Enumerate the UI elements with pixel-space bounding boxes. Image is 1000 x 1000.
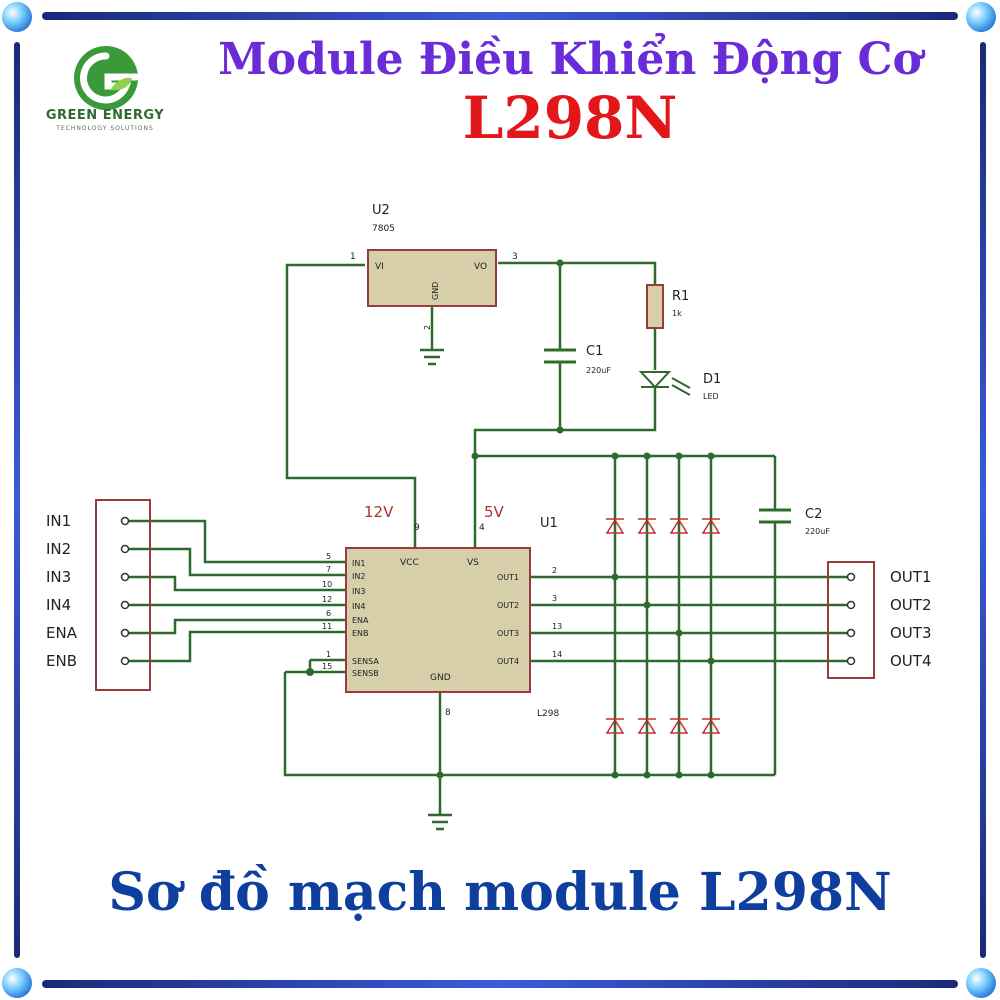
driver-u1 (345, 547, 531, 693)
u2-pin-vi: VI (375, 262, 384, 272)
c1-value: 220uF (586, 366, 611, 375)
u2-pin-vo: VO (474, 262, 487, 272)
u1-ena-label: ENA (352, 616, 369, 625)
u1-pin8: 8 (445, 708, 451, 718)
conn-in1: IN1 (46, 512, 71, 530)
page-subtitle: L298N (462, 84, 678, 152)
u2-pin1: 1 (350, 252, 356, 262)
diode-icon (669, 518, 689, 534)
diode-icon (701, 718, 721, 734)
diode-icon (637, 518, 657, 534)
u2-pin3: 3 (512, 252, 518, 262)
conn-out2: OUT2 (890, 596, 932, 614)
conn-in2: IN2 (46, 540, 71, 558)
u1-pin9: 9 (414, 523, 420, 533)
regulator-u2 (367, 249, 497, 307)
u1-in3-pin: 10 (322, 580, 332, 589)
diode-icon (669, 718, 689, 734)
u1-out1-pin: 2 (552, 566, 557, 575)
u1-out3-label: OUT3 (497, 629, 519, 638)
wire-5v-top (498, 261, 657, 285)
u1-ena-pin: 6 (326, 609, 331, 618)
label-5v: 5V (484, 503, 505, 521)
u2-ref: U2 (372, 203, 390, 218)
bottom-border-bar (42, 980, 958, 988)
capacitor-c1-icon (544, 348, 576, 364)
capacitor-c2-icon (759, 508, 791, 524)
u1-out4-label: OUT4 (497, 657, 519, 666)
top-border-bar (42, 12, 958, 20)
c1-ref: C1 (586, 344, 603, 359)
conn-in3: IN3 (46, 568, 71, 586)
u1-sensb-label: SENSB (352, 669, 379, 678)
r1-value: 1k (672, 309, 682, 318)
u1-in3-label: IN3 (352, 587, 365, 596)
u1-in2-label: IN2 (352, 572, 365, 581)
u1-enb-pin: 11 (322, 622, 332, 631)
corner-ball-icon (2, 968, 32, 998)
wire-12v (285, 263, 417, 548)
u1-enb-label: ENB (352, 629, 369, 638)
logo-name: GREEN ENERGY (45, 108, 165, 123)
conn-enb: ENB (46, 652, 77, 670)
corner-ball-icon (966, 2, 996, 32)
d1-ref: D1 (703, 372, 721, 387)
u2-pin-gnd: GND (431, 282, 440, 300)
logo-tagline: TECHNOLOGY SOLUTIONS (56, 125, 154, 132)
diagram-caption: Sơ đồ mạch module L298N (108, 862, 892, 923)
u1-in2-pin: 7 (326, 565, 331, 574)
u1-out3-pin: 13 (552, 622, 562, 631)
label-12v: 12V (364, 503, 394, 521)
diode-icon (605, 718, 625, 734)
u2-pin2: 2 (423, 325, 432, 330)
conn-out3: OUT3 (890, 624, 932, 642)
u1-in1-pin: 5 (326, 552, 331, 561)
u1-vcc: VCC (400, 558, 419, 568)
u1-sensb-pin: 15 (322, 662, 332, 671)
led-d1-icon (638, 371, 691, 396)
resistor-r1-icon (646, 284, 664, 329)
u1-out4-pin: 14 (552, 650, 562, 659)
wire-led-return (473, 387, 657, 548)
conn-ena: ENA (46, 624, 78, 642)
diode-icon (605, 518, 625, 534)
u1-ref: U1 (540, 516, 558, 531)
u1-in1-label: IN1 (352, 559, 365, 568)
ground-u2-icon (420, 348, 444, 366)
ground-u1-icon (428, 813, 452, 831)
conn-out4: OUT4 (890, 652, 932, 670)
u1-in4-pin: 12 (322, 595, 332, 604)
c2-value: 220uF (805, 527, 830, 536)
u2-part: 7805 (372, 224, 395, 234)
u1-vs: VS (467, 558, 479, 568)
output-connector (827, 561, 875, 679)
u1-part: L298 (537, 709, 559, 719)
conn-in4: IN4 (46, 596, 71, 614)
conn-out1: OUT1 (890, 568, 932, 586)
page-title: Module Điều Khiển Động Cơ (218, 34, 922, 85)
u1-out2-label: OUT2 (497, 601, 519, 610)
r1-ref: R1 (672, 289, 689, 304)
u1-pin4: 4 (479, 523, 485, 533)
u1-gnd: GND (430, 673, 451, 683)
corner-ball-icon (966, 968, 996, 998)
left-border-bar (14, 42, 20, 958)
u1-sensa-pin: 1 (326, 650, 331, 659)
right-border-bar (980, 42, 986, 958)
u1-sensa-label: SENSA (352, 657, 379, 666)
u1-out1-label: OUT1 (497, 573, 519, 582)
diode-icon (701, 518, 721, 534)
green-energy-logo-icon (74, 46, 140, 110)
u1-out2-pin: 3 (552, 594, 557, 603)
u1-in4-label: IN4 (352, 602, 365, 611)
input-connector (95, 499, 151, 691)
d1-value: LED (703, 392, 719, 401)
corner-ball-icon (2, 2, 32, 32)
c2-ref: C2 (805, 507, 822, 522)
diode-icon (637, 718, 657, 734)
